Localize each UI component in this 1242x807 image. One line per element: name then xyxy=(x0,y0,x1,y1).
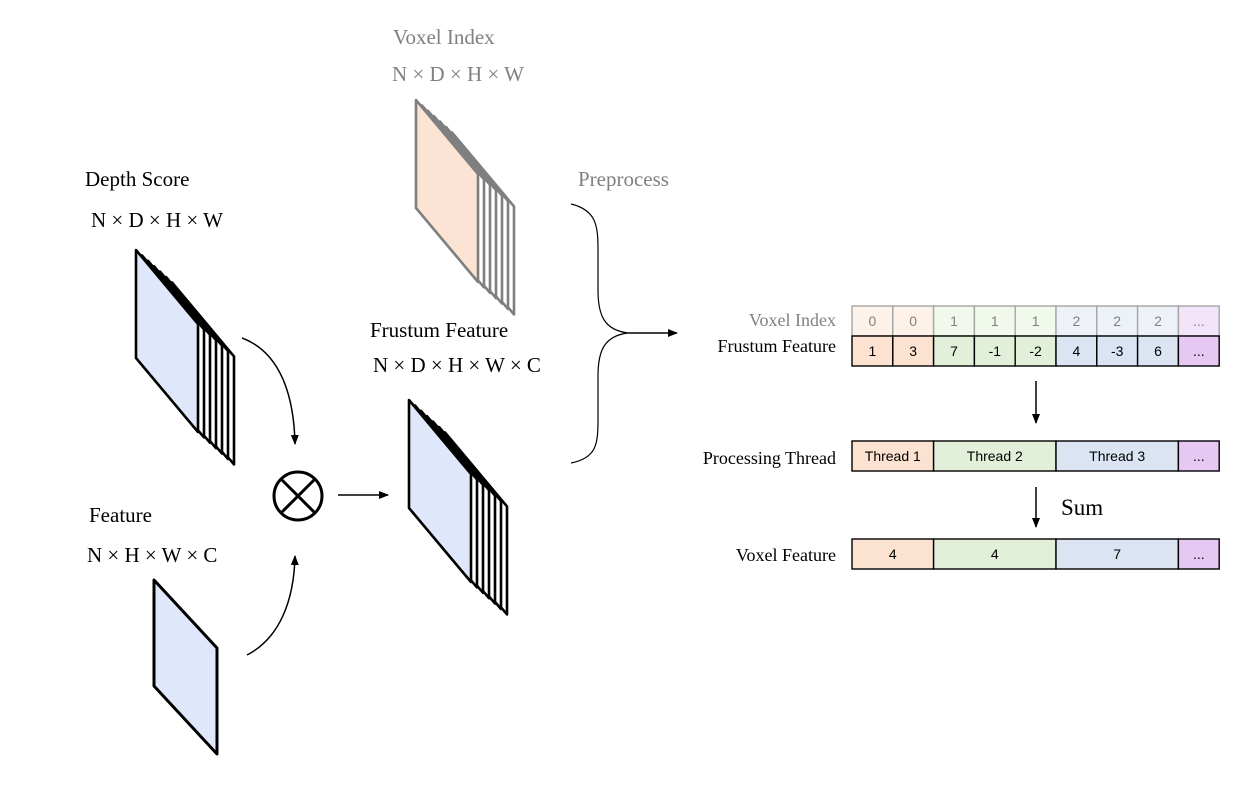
table-voxel-index-label: Voxel Index xyxy=(749,310,836,330)
processing-thread-value: Thread 3 xyxy=(1089,448,1145,464)
processing-thread-cell xyxy=(1177,440,1220,472)
voxel-feature-cell xyxy=(1177,538,1220,570)
depth-to-multiply-arrow xyxy=(241,337,299,445)
voxel-index-cell xyxy=(1014,305,1057,337)
voxel-index-value: 1 xyxy=(991,313,999,329)
frustum-feature-value: 7 xyxy=(950,343,958,359)
frustum-feature-shape: N × D × H × W × C xyxy=(373,353,541,377)
frustum-feature-row: 1 3 7 -1 -2 4 -3 6... xyxy=(851,335,1220,367)
frustum-feature-value: 4 xyxy=(1073,343,1081,359)
preprocess-brace xyxy=(570,203,629,464)
frustum-feature-cell xyxy=(1055,335,1098,367)
frustum-feature-cell xyxy=(851,335,894,367)
processing-thread-value: Thread 1 xyxy=(865,448,921,464)
frustum-feature-value: 1 xyxy=(869,343,877,359)
voxel-index-cell xyxy=(1177,305,1220,337)
multiply-circle-icon xyxy=(272,470,324,522)
feature-title: Feature xyxy=(89,503,152,527)
voxel-feature-value: ... xyxy=(1193,546,1205,562)
voxel-index-value: 0 xyxy=(909,313,917,329)
feature-tensor-slab xyxy=(152,578,219,756)
processing-thread-label: Processing Thread xyxy=(703,448,836,468)
voxel-feature-row: 4 4 7... xyxy=(851,538,1220,570)
depth-score-title: Depth Score xyxy=(85,167,189,191)
preprocess-label: Preprocess xyxy=(578,167,669,191)
voxel-index-value: 0 xyxy=(869,313,877,329)
frustum-feature-tensor-stack xyxy=(407,398,509,616)
frustum-feature-value: -3 xyxy=(1111,343,1124,359)
processing-thread-cell xyxy=(851,440,935,472)
voxel-feature-cell xyxy=(932,538,1057,570)
voxel-feature-value: 4 xyxy=(991,546,999,562)
depth-score-slab-layer xyxy=(134,248,200,434)
voxel-feature-label: Voxel Feature xyxy=(736,545,836,565)
depth-score-tensor-stack xyxy=(134,248,236,466)
voxel-index-value: 1 xyxy=(1032,313,1040,329)
frustum-feature-value: 6 xyxy=(1154,343,1162,359)
voxel-index-tensor-stack xyxy=(414,98,516,316)
voxel-index-value: 2 xyxy=(1073,313,1081,329)
processing-thread-value: Thread 2 xyxy=(967,448,1023,464)
frustum-feature-cell xyxy=(1177,335,1220,367)
feature-shape: N × H × W × C xyxy=(87,543,217,567)
frustum-feature-value: 3 xyxy=(909,343,917,359)
table-frustum-feature-label: Frustum Feature xyxy=(718,336,837,356)
voxel-index-title: Voxel Index xyxy=(393,25,495,49)
voxel-index-value: 1 xyxy=(950,313,958,329)
processing-thread-cell xyxy=(932,440,1057,472)
frustum-feature-value: -2 xyxy=(1029,343,1042,359)
depth-score-shape: N × D × H × W xyxy=(91,208,223,232)
voxel-index-row: 0 0 1 1 1 2 2 2... xyxy=(851,305,1220,337)
processing-thread-cell xyxy=(1055,440,1180,472)
frustum-feature-value: ... xyxy=(1193,343,1205,359)
voxel-index-value: 2 xyxy=(1154,313,1162,329)
frustum-feature-cell xyxy=(1136,335,1180,367)
sum-label: Sum xyxy=(1061,495,1103,520)
voxel-index-slab-layer xyxy=(414,98,480,284)
frustum-feature-cell xyxy=(892,335,935,367)
voxel-index-cell xyxy=(1055,305,1098,337)
frustum-feature-slab-layer xyxy=(407,398,473,584)
voxel-index-value: ... xyxy=(1193,313,1205,329)
voxel-feature-value: 4 xyxy=(889,546,897,562)
feature-to-multiply-arrow xyxy=(246,555,299,656)
voxel-feature-value: 7 xyxy=(1113,546,1121,562)
voxel-index-value: 2 xyxy=(1113,313,1121,329)
voxel-index-shape: N × D × H × W xyxy=(392,62,524,86)
processing-thread-row: Thread 1 Thread 2 Thread 3... xyxy=(851,440,1220,472)
voxel-index-cell xyxy=(851,305,894,337)
processing-thread-value: ... xyxy=(1193,448,1205,464)
frustum-feature-value: -1 xyxy=(989,343,1002,359)
frustum-feature-title: Frustum Feature xyxy=(370,318,508,342)
frustum-feature-cell xyxy=(1096,335,1139,367)
